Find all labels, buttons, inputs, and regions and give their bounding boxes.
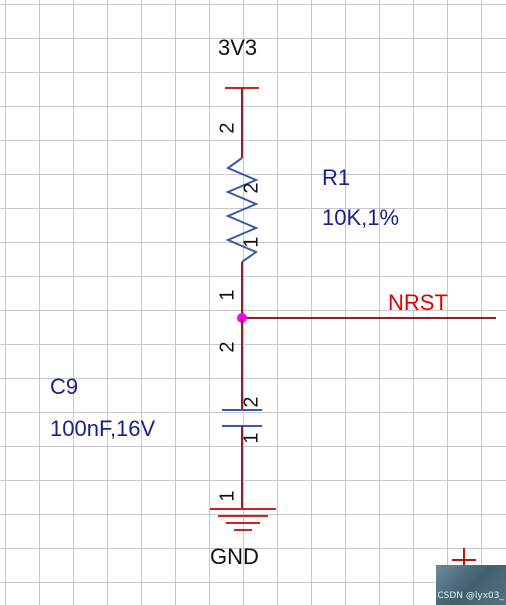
resistor-value: 10K,1% — [322, 205, 400, 230]
ground-net-label: GND — [210, 544, 259, 569]
capacitor-body-pin-b: 1 — [240, 432, 263, 444]
capacitor-designator: C9 — [50, 374, 79, 399]
watermark-text: CSDN @lyx03_ — [437, 591, 504, 601]
resistor-pin-top: 2 — [216, 122, 239, 134]
capacitor-pin-bottom: 1 — [216, 490, 239, 502]
capacitor-pin-top: 2 — [216, 341, 239, 353]
power-net-label: 3V3 — [218, 35, 258, 60]
capacitor-value: 100nF,16V — [50, 416, 156, 441]
resistor-body-pin-b: 1 — [240, 236, 263, 248]
capacitor-body-pin-a: 2 — [240, 396, 263, 408]
resistor-pin-bottom: 1 — [216, 289, 239, 301]
resistor-designator: R1 — [322, 165, 351, 190]
nrst-net-label: NRST — [388, 290, 448, 315]
resistor-body — [225, 157, 259, 263]
watermark: CSDN @lyx03_ — [436, 565, 506, 605]
resistor-body-pin-a: 2 — [240, 182, 263, 194]
